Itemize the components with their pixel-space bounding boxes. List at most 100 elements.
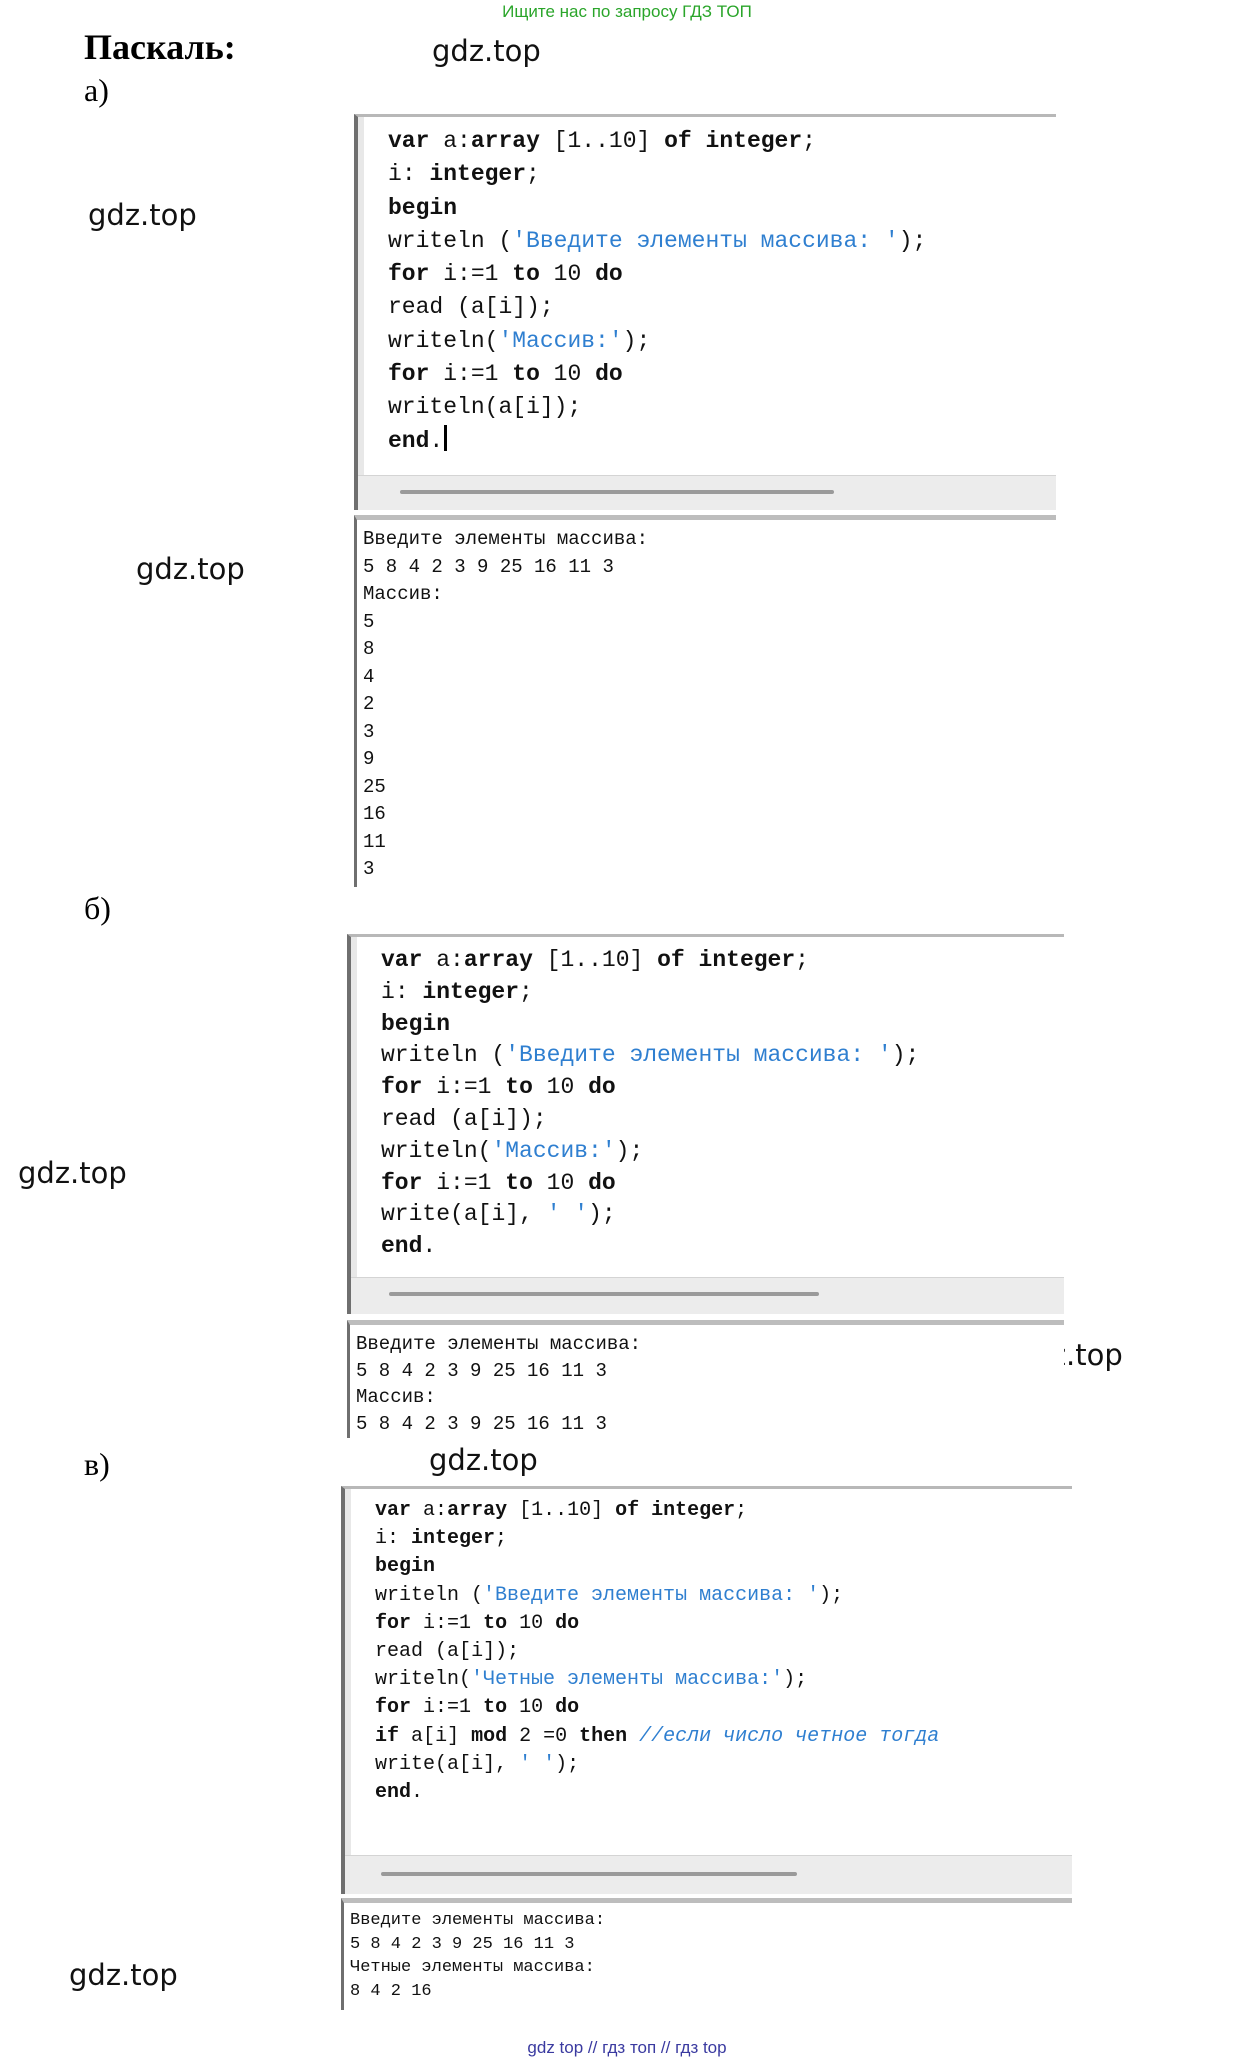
code-line: for i:=1 to 10 do: [375, 1611, 580, 1635]
output-line: 5 8 4 2 3 9 25 16 11 3: [350, 1934, 575, 1954]
output-console-a: Введите элементы массива: 5 8 4 2 3 9 25…: [354, 515, 1056, 887]
keyword: of: [615, 1499, 640, 1522]
watermark: gdz.top: [18, 1156, 127, 1190]
console-output: Введите элементы массива: 5 8 4 2 3 9 25…: [363, 526, 648, 884]
keyword: array: [470, 128, 540, 154]
identifier: a: [411, 1724, 424, 1748]
code-line: end.: [375, 1781, 424, 1805]
output-line: 11: [363, 830, 386, 853]
output-line: 8: [363, 638, 375, 660]
code-line: end.: [388, 424, 448, 454]
console-output: Введите элементы массива: 5 8 4 2 3 9 25…: [350, 1909, 605, 2003]
identifier: a: [436, 947, 451, 973]
bottom-note: gdz top // гдз топ // гдз top: [527, 2038, 727, 2057]
horizontal-scrollbar[interactable]: [351, 1277, 1064, 1314]
output-console-c: Введите элементы массива: 5 8 4 2 3 9 25…: [341, 1898, 1072, 2010]
identifier: i: [471, 1640, 484, 1664]
identifier: i: [388, 161, 402, 188]
keyword: for: [375, 1696, 412, 1720]
identifier: a: [447, 1640, 460, 1664]
keyword: integer: [698, 947, 796, 973]
identifier: i: [375, 1527, 388, 1551]
code-line: var a:array [1..10] of integer;: [375, 1499, 748, 1522]
keyword: var: [388, 128, 430, 154]
output-console-b: Введите элементы массива: 5 8 4 2 3 9 25…: [347, 1320, 1064, 1438]
scrollbar-thumb[interactable]: [389, 1292, 819, 1296]
keyword: if: [375, 1724, 400, 1748]
output-line: 16: [363, 803, 386, 825]
code-line: i: integer;: [388, 161, 540, 188]
string-literal: 'Введите элементы массива: ': [505, 1042, 892, 1069]
watermark: gdz.top: [69, 1958, 178, 1992]
page-heading: Паскаль:: [84, 27, 236, 67]
output-line: 5 8 4 2 3 9 25 16 11 3: [356, 1359, 607, 1382]
code-line: read (a[i]);: [388, 294, 554, 321]
horizontal-scrollbar[interactable]: [345, 1855, 1072, 1894]
code-line: for i:=1 to 10 do: [381, 1169, 616, 1196]
identifier: writeln: [381, 1042, 478, 1069]
code-editor-a[interactable]: var a:array [1..10] of integer; i: integ…: [354, 114, 1056, 510]
keyword: to: [483, 1611, 508, 1635]
code-line: writeln('Четные элементы массива:');: [375, 1668, 808, 1692]
code-listing: var a:array [1..10] of integer; i: integ…: [388, 125, 926, 458]
code-line: writeln('Массив:');: [388, 327, 651, 354]
keyword: for: [381, 1169, 423, 1196]
code-line: begin: [375, 1555, 435, 1578]
output-line: Четные элементы массива:: [350, 1958, 595, 1977]
identifier: i: [471, 1752, 484, 1776]
keyword: for: [388, 361, 430, 388]
scrollbar-thumb[interactable]: [400, 490, 834, 494]
keyword: do: [588, 1074, 616, 1101]
horizontal-scrollbar[interactable]: [358, 475, 1056, 510]
code-line: read (a[i]);: [381, 1105, 547, 1132]
keyword: of: [664, 128, 692, 154]
keyword: do: [555, 1696, 580, 1720]
watermark: gdz.top: [88, 198, 197, 232]
code-editor-c[interactable]: var a:array [1..10] of integer; i: integ…: [341, 1486, 1072, 1894]
output-line: 5: [363, 610, 375, 633]
code-line: writeln ('Введите элементы массива: ');: [375, 1583, 844, 1607]
identifier: i: [498, 294, 513, 321]
code-line: begin: [388, 195, 457, 221]
scrollbar-thumb[interactable]: [381, 1872, 797, 1876]
keyword: end: [381, 1233, 423, 1260]
identifier: a: [443, 128, 458, 154]
keyword: for: [388, 261, 430, 288]
keyword: integer: [651, 1499, 736, 1522]
keyword: to: [483, 1696, 508, 1720]
string-literal: 'Введите элементы массива: ': [512, 227, 899, 254]
code-line: for i:=1 to 10 do: [388, 361, 623, 388]
identifier: writeln: [375, 1668, 460, 1692]
identifier: writeln: [375, 1583, 460, 1607]
output-line: Введите элементы массива:: [356, 1333, 642, 1355]
output-line: 8 4 2 16: [350, 1981, 432, 2001]
keyword: integer: [705, 128, 803, 154]
keyword: of: [657, 947, 685, 973]
code-listing: var a:array [1..10] of integer; i: integ…: [381, 945, 919, 1263]
code-line: write(a[i], ' ');: [381, 1201, 616, 1228]
keyword: do: [595, 361, 623, 388]
output-line: 4: [363, 665, 375, 688]
output-line: 3: [363, 720, 375, 743]
top-note: Ищите нас по запросу ГДЗ ТОП: [502, 2, 752, 21]
identifier: i: [423, 1696, 436, 1720]
identifier: read: [375, 1640, 424, 1664]
code-listing: var a:array [1..10] of integer; i: integ…: [375, 1497, 939, 1807]
output-line: 9: [363, 748, 375, 770]
code-editor-b[interactable]: var a:array [1..10] of integer; i: integ…: [347, 934, 1064, 1314]
keyword: for: [375, 1611, 412, 1635]
string-literal: ' ': [546, 1201, 589, 1228]
identifier: a: [463, 1105, 478, 1132]
identifier: read: [388, 294, 444, 321]
keyword: do: [588, 1169, 616, 1196]
code-line: writeln('Массив:');: [381, 1137, 644, 1164]
code-line: end.: [381, 1233, 437, 1260]
identifier: write: [381, 1201, 451, 1228]
keyword: then: [579, 1724, 628, 1748]
code-line: for i:=1 to 10 do: [381, 1074, 616, 1101]
identifier: i: [423, 1611, 436, 1635]
output-line: 5 8 4 2 3 9 25 16 11 3: [356, 1412, 607, 1435]
identifier: i: [491, 1105, 506, 1132]
string-literal: 'Массив:': [491, 1137, 616, 1164]
code-line: if a[i] mod 2 =0 then //если число четно…: [375, 1724, 940, 1748]
